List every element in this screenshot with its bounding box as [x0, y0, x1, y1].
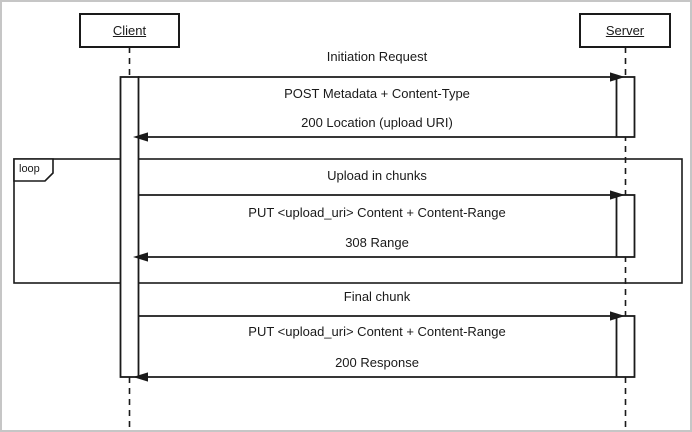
message-final-response: 200 Response: [335, 355, 419, 370]
section-title-final: Final chunk: [343, 289, 411, 304]
arrowhead-left-icon: [133, 252, 148, 262]
arrowhead-right-icon: [610, 190, 625, 200]
server-activation-bar-2: [615, 194, 636, 258]
server-actor-box: [579, 13, 671, 48]
arrowhead-right-icon: [610, 72, 625, 82]
message-chunk-response: 308 Range: [345, 235, 409, 250]
loop-operator-label: loop: [19, 163, 40, 175]
server-activation-bar-1: [615, 76, 636, 138]
arrowhead-right-icon: [610, 311, 625, 321]
client-actor-label: Client: [112, 22, 147, 38]
message-final-request: PUT <upload_uri> Content + Content-Range: [248, 324, 506, 339]
loop-frame: [13, 158, 683, 284]
section-title-initiation: Initiation Request: [326, 49, 428, 64]
server-activation-bar-3: [615, 315, 636, 378]
message-chunk-request: PUT <upload_uri> Content + Content-Range: [248, 205, 506, 220]
message-initiation-response: 200 Location (upload URI): [301, 115, 453, 130]
arrowhead-left-icon: [133, 132, 148, 142]
section-title-chunks: Upload in chunks: [327, 168, 427, 183]
client-activation-bar: [119, 76, 140, 378]
loop-label-tab: [13, 158, 54, 182]
client-actor-box: [79, 13, 180, 48]
message-initiation-request: POST Metadata + Content-Type: [284, 86, 470, 101]
arrowhead-left-icon: [133, 372, 148, 382]
server-actor-label: Server: [605, 22, 645, 38]
